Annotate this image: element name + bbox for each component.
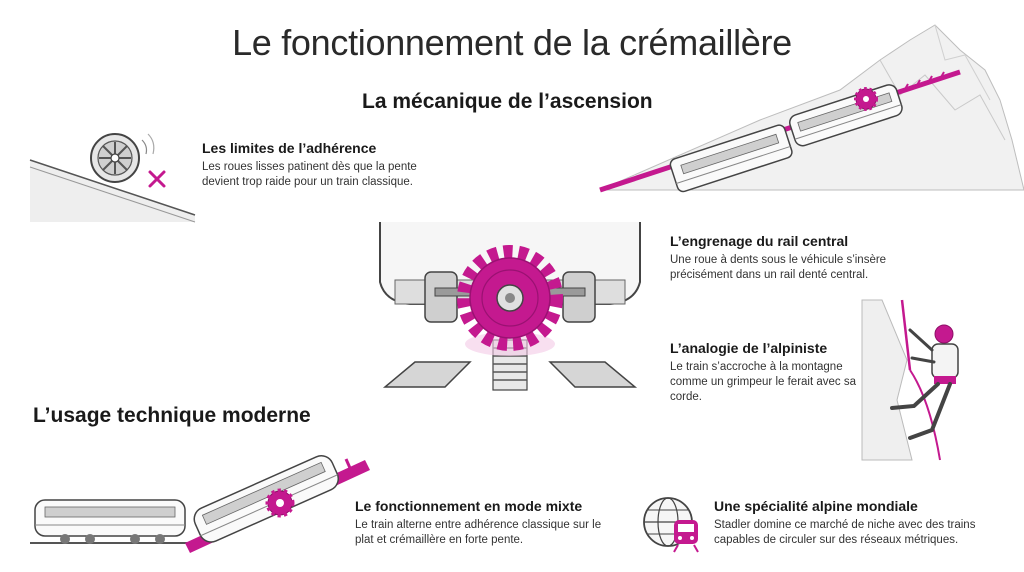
block-text: Stadler domine ce marché de niche avec d… bbox=[714, 519, 976, 546]
block-text: Le train s’accroche à la montagne comme … bbox=[670, 361, 856, 403]
globe-train-icon bbox=[643, 497, 699, 553]
block-heading: Les limites de l’adhérence bbox=[202, 140, 377, 156]
block-central-rack: L’engrenage du rail central Une roue à d… bbox=[670, 233, 910, 283]
slipping-wheel-icon bbox=[29, 133, 196, 223]
block-heading: L’engrenage du rail central bbox=[670, 233, 849, 249]
block-mixed-mode: Le fonctionnement en mode mixte Le train… bbox=[355, 498, 605, 548]
block-alpine-specialty: Une spécialité alpine mondiale Stadler d… bbox=[714, 498, 1004, 548]
block-text: Une roue à dents sous le véhicule s’insè… bbox=[670, 254, 887, 281]
section-heading-modern: L’usage technique moderne bbox=[33, 404, 311, 427]
section-heading-mechanics: La mécanique de l’ascension bbox=[362, 90, 653, 113]
climber-icon bbox=[861, 299, 959, 461]
block-adhesion-limits: Les limites de l’adhérence Les roues lis… bbox=[202, 140, 452, 190]
block-heading: Le fonctionnement en mode mixte bbox=[355, 498, 583, 514]
block-text: Les roues lisses patinent dès que la pen… bbox=[202, 161, 417, 188]
cog-wheel-icon bbox=[379, 222, 641, 391]
page-title: Le fonctionnement de la crémaillère bbox=[232, 22, 792, 63]
mixed-mode-train-icon bbox=[30, 455, 370, 553]
block-heading: L’analogie de l’alpiniste bbox=[670, 340, 828, 356]
block-heading: Une spécialité alpine mondiale bbox=[714, 498, 918, 514]
block-text: Le train alterne entre adhérence classiq… bbox=[355, 519, 602, 546]
block-climber-analogy: L’analogie de l’alpiniste Le train s’acc… bbox=[670, 340, 870, 405]
